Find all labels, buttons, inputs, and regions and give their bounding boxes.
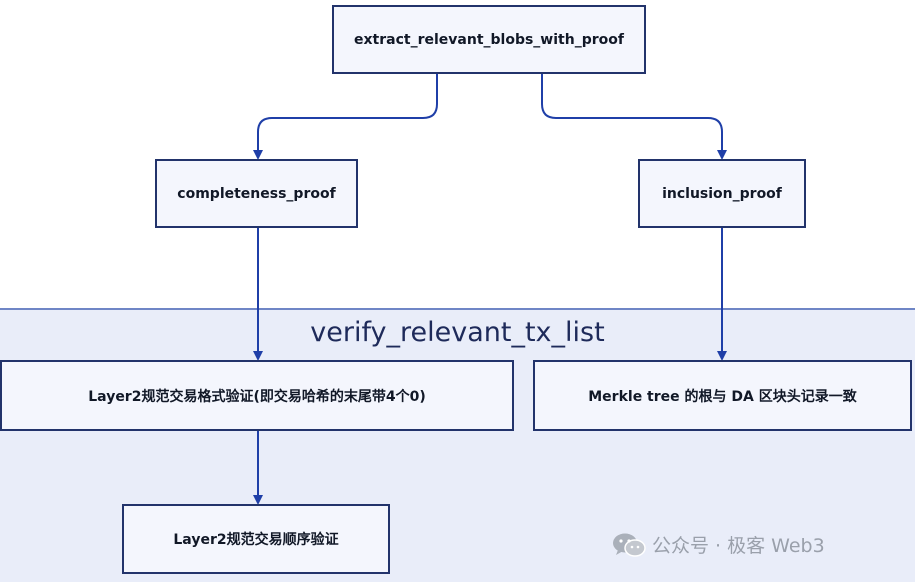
watermark-text: 公众号 · 极客 Web3 bbox=[652, 535, 825, 557]
node-format-check: Layer2规范交易格式验证(即交易哈希的末尾带4个0) bbox=[0, 360, 514, 431]
wechat-icon bbox=[613, 533, 646, 557]
edge-extract-to-completeness bbox=[253, 74, 438, 160]
node-inclusion-proof: inclusion_proof bbox=[638, 159, 806, 228]
edge-extract-to-inclusion bbox=[541, 74, 727, 160]
group-title: verify_relevant_tx_list bbox=[310, 317, 605, 348]
node-merkle-root-check: Merkle tree 的根与 DA 区块头记录一致 bbox=[533, 360, 912, 431]
node-completeness-proof: completeness_proof bbox=[155, 159, 358, 228]
node-extract-relevant-blobs: extract_relevant_blobs_with_proof bbox=[332, 5, 646, 74]
node-order-check: Layer2规范交易顺序验证 bbox=[122, 504, 390, 574]
watermark: 公众号 · 极客 Web3 bbox=[612, 531, 825, 558]
